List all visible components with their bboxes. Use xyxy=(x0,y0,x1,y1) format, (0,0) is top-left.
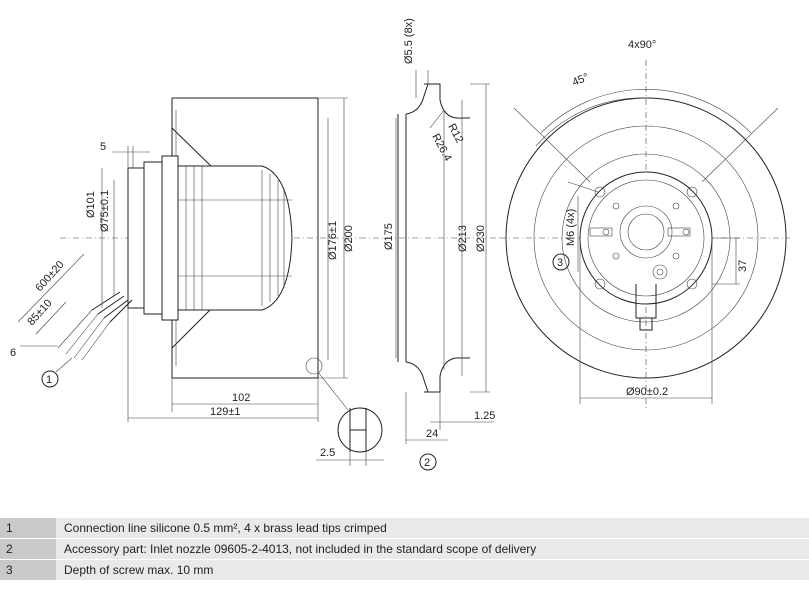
table-row: 1 Connection line silicone 0.5 mm², 4 x … xyxy=(0,518,809,539)
dim-102: 102 xyxy=(232,392,250,404)
note-text: Accessory part: Inlet nozzle 09605-2-401… xyxy=(56,538,809,560)
dim-4x90: 4x90° xyxy=(628,39,656,51)
table-row: 2 Accessory part: Inlet nozzle 09605-2-4… xyxy=(0,538,809,560)
callout-3: 3 xyxy=(557,257,563,269)
technical-drawing: 5 Ø101 Ø75±0.1 Ø176±1 Ø200 600±20 85±10 … xyxy=(10,18,790,471)
callout-1: 1 xyxy=(46,374,52,386)
note-number: 1 xyxy=(0,518,56,539)
callout-2: 2 xyxy=(424,457,430,469)
dim-6: 6 xyxy=(10,347,16,359)
nozzle-view: Ø5.5 (8x) R12 R26.4 Ø175 Ø213 Ø230 24 1.… xyxy=(360,18,500,471)
dim-d213: Ø213 xyxy=(457,225,469,252)
dim-5: 5 xyxy=(100,141,106,153)
note-number: 3 xyxy=(0,559,56,581)
side-view: 5 Ø101 Ø75±0.1 Ø176±1 Ø200 600±20 85±10 … xyxy=(10,97,384,466)
front-view: 4x90° 45° M6 (4x) 3 37 xyxy=(500,39,790,410)
dim-d75: Ø75±0.1 xyxy=(99,190,111,232)
dim-m6: M6 (4x) xyxy=(565,209,577,246)
dim-d200: Ø200 xyxy=(343,225,355,252)
dim-d230: Ø230 xyxy=(475,225,487,252)
dim-85: 85±10 xyxy=(25,297,54,328)
dim-2-5: 2.5 xyxy=(320,447,335,459)
dim-d5-5: Ø5.5 (8x) xyxy=(403,18,415,64)
dim-1-25: 1.25 xyxy=(474,410,495,422)
note-number: 2 xyxy=(0,538,56,560)
dim-d90: Ø90±0.2 xyxy=(626,386,668,398)
dim-d175: Ø175 xyxy=(383,223,395,250)
dim-129: 129±1 xyxy=(210,406,241,418)
dim-45: 45° xyxy=(571,71,591,88)
dim-r26-4: R26.4 xyxy=(429,132,453,164)
dim-r12: R12 xyxy=(445,122,465,145)
dim-24: 24 xyxy=(426,428,438,440)
note-text: Depth of screw max. 10 mm xyxy=(56,559,809,581)
table-row: 3 Depth of screw max. 10 mm xyxy=(0,559,809,581)
dim-d101: Ø101 xyxy=(85,191,97,218)
note-text: Connection line silicone 0.5 mm², 4 x br… xyxy=(56,518,809,539)
dim-37: 37 xyxy=(737,260,749,272)
notes-table: 1 Connection line silicone 0.5 mm², 4 x … xyxy=(0,518,809,581)
dim-d176: Ø176±1 xyxy=(327,221,339,260)
